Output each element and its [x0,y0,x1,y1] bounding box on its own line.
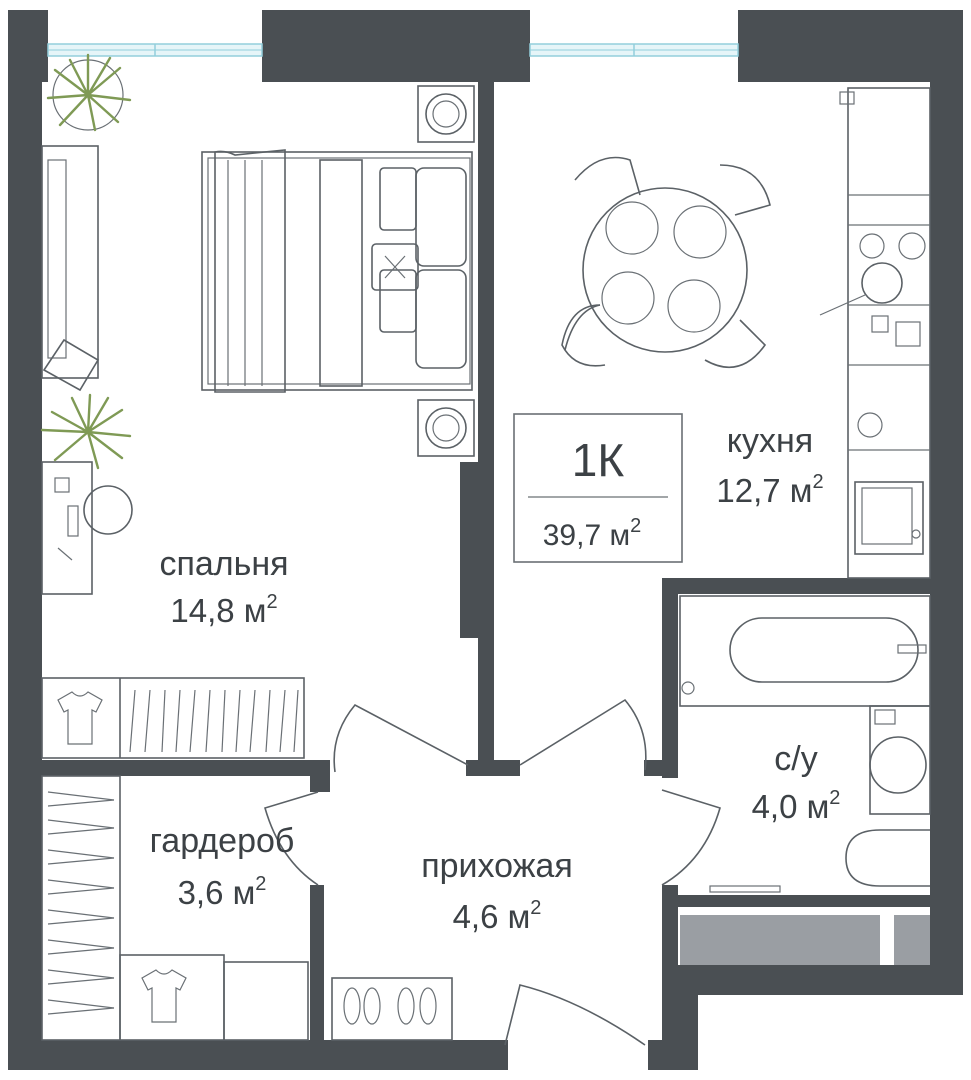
walls [8,10,963,1070]
room-name-hallway: прихожая [421,847,573,885]
room-label-hallway: прихожая 4,6 м2 [421,847,573,935]
room-name-kitchen: кухня [727,422,813,460]
room-label-wardrobe: гардероб 3,6 м2 [150,822,295,911]
room-label-bathroom: с/у 4,0 м2 [752,740,841,825]
room-label-bedroom: спальня 14,8 м2 [159,545,288,629]
sink-bath [869,705,931,815]
room-name-bedroom: спальня [159,545,288,583]
apartment-type: 1К [572,434,625,486]
kitchen-counter [819,87,931,579]
bathtub [679,595,931,707]
doors [264,698,721,1046]
room-label-kitchen: кухня 12,7 м2 [716,422,823,509]
room-area-kitchen: 12,7 м2 [716,471,823,509]
apartment-total-area: 39,7 м2 [543,515,641,552]
room-area-bathroom: 4,0 м2 [752,787,841,825]
toilet [845,829,930,887]
room-area-wardrobe: 3,6 м2 [178,873,267,911]
bed [201,149,473,393]
dining-table [561,156,771,369]
tv-stand [41,145,100,392]
balcony-strip [680,915,930,965]
shoe-rack [331,977,453,1041]
apartment-badge: 1К 39,7 м2 [513,413,683,563]
room-name-bathroom: с/у [774,740,817,778]
desk [41,461,133,595]
room-area-bedroom: 14,8 м2 [170,591,277,629]
room-area-hallway: 4,6 м2 [453,897,542,935]
nightstand-top [417,85,475,143]
plant-window [46,53,132,132]
towel-rail [709,885,781,893]
plant-desk [40,393,132,470]
windows [47,43,739,57]
wardrobe-shelf [119,954,309,1041]
wardrobe-rack [41,775,121,1041]
bedroom-wardrobe [41,677,305,759]
room-name-wardrobe: гардероб [150,822,295,860]
nightstand-bottom [417,399,475,457]
